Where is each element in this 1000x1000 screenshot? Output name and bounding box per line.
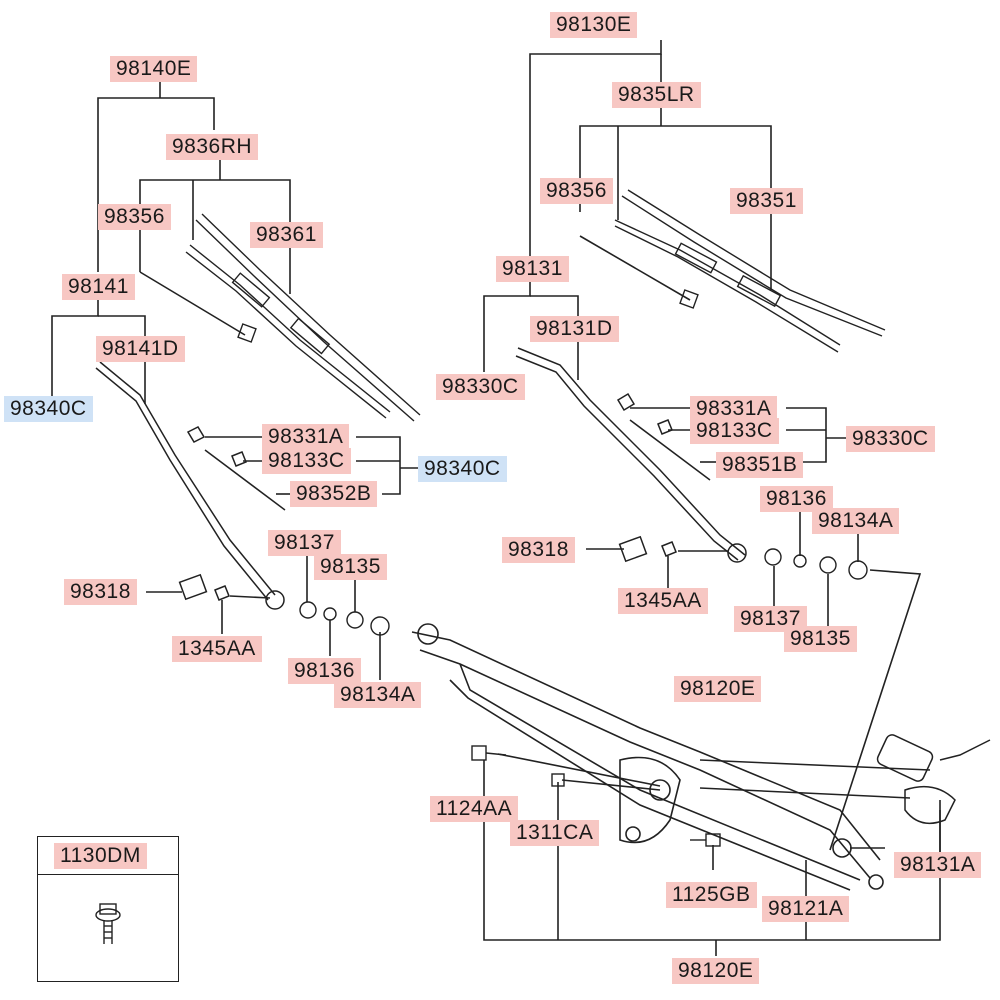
label-98330C-left[interactable]: 98330C bbox=[436, 374, 525, 400]
label-98137-left[interactable]: 98137 bbox=[268, 530, 341, 556]
wiper-motor bbox=[699, 734, 991, 825]
label-98330C-right[interactable]: 98330C bbox=[846, 426, 935, 452]
label-98120E-bottom[interactable]: 98120E bbox=[672, 958, 760, 984]
label-98318-right[interactable]: 98318 bbox=[502, 537, 575, 563]
label-1125GB[interactable]: 1125GB bbox=[666, 882, 757, 908]
label-1345AA-left[interactable]: 1345AA bbox=[172, 636, 262, 662]
wiper-linkage bbox=[411, 623, 884, 891]
label-98331A-left[interactable]: 98331A bbox=[262, 424, 350, 450]
label-98352B[interactable]: 98352B bbox=[290, 481, 378, 507]
label-98135-right[interactable]: 98135 bbox=[784, 626, 857, 652]
label-1130DM[interactable]: 1130DM bbox=[54, 843, 147, 869]
label-98141D[interactable]: 98141D bbox=[96, 336, 185, 362]
left-wiper-arm bbox=[95, 361, 286, 610]
label-98131[interactable]: 98131 bbox=[496, 256, 569, 282]
label-98131D[interactable]: 98131D bbox=[530, 316, 619, 342]
label-98131A[interactable]: 98131A bbox=[894, 852, 982, 878]
label-98134A-left[interactable]: 98134A bbox=[334, 682, 422, 708]
label-98351[interactable]: 98351 bbox=[730, 188, 803, 214]
label-98356-right[interactable]: 98356 bbox=[540, 178, 613, 204]
label-98351B[interactable]: 98351B bbox=[716, 452, 804, 478]
right-wiper-blade bbox=[614, 189, 886, 353]
label-1124AA[interactable]: 1124AA bbox=[430, 796, 519, 822]
label-98120E-mid[interactable]: 98120E bbox=[674, 676, 762, 702]
label-98140E[interactable]: 98140E bbox=[110, 56, 198, 82]
legend-header bbox=[37, 836, 179, 875]
bolt-icon bbox=[95, 903, 121, 944]
label-1311CA[interactable]: 1311CA bbox=[510, 820, 600, 846]
label-98361[interactable]: 98361 bbox=[250, 222, 323, 248]
label-98356-left[interactable]: 98356 bbox=[98, 204, 171, 230]
legend-box bbox=[37, 836, 179, 982]
right-wiper-arm bbox=[515, 347, 747, 563]
bolts bbox=[471, 745, 721, 847]
label-98130E[interactable]: 98130E bbox=[550, 12, 638, 38]
label-9835LR[interactable]: 9835LR bbox=[612, 82, 701, 108]
label-98133C-right[interactable]: 98133C bbox=[690, 418, 779, 444]
label-9836RH[interactable]: 9836RH bbox=[166, 134, 259, 160]
label-98318-left[interactable]: 98318 bbox=[64, 579, 137, 605]
washers bbox=[299, 548, 868, 636]
label-98133C-left[interactable]: 98133C bbox=[262, 448, 351, 474]
label-98141[interactable]: 98141 bbox=[62, 274, 135, 300]
label-98136-right[interactable]: 98136 bbox=[760, 486, 833, 512]
label-98136-left[interactable]: 98136 bbox=[288, 658, 361, 684]
label-98135-left[interactable]: 98135 bbox=[314, 554, 387, 580]
label-98121A[interactable]: 98121A bbox=[762, 896, 850, 922]
label-98134A-right[interactable]: 98134A bbox=[812, 508, 900, 534]
leader-98130E bbox=[529, 40, 662, 268]
label-98340C-right[interactable]: 98340C bbox=[418, 456, 507, 482]
label-1345AA-right[interactable]: 1345AA bbox=[618, 588, 708, 614]
label-98331A-right[interactable]: 98331A bbox=[690, 396, 778, 422]
left-wiper-blade bbox=[185, 213, 421, 422]
label-98340C-left[interactable]: 98340C bbox=[4, 396, 93, 422]
